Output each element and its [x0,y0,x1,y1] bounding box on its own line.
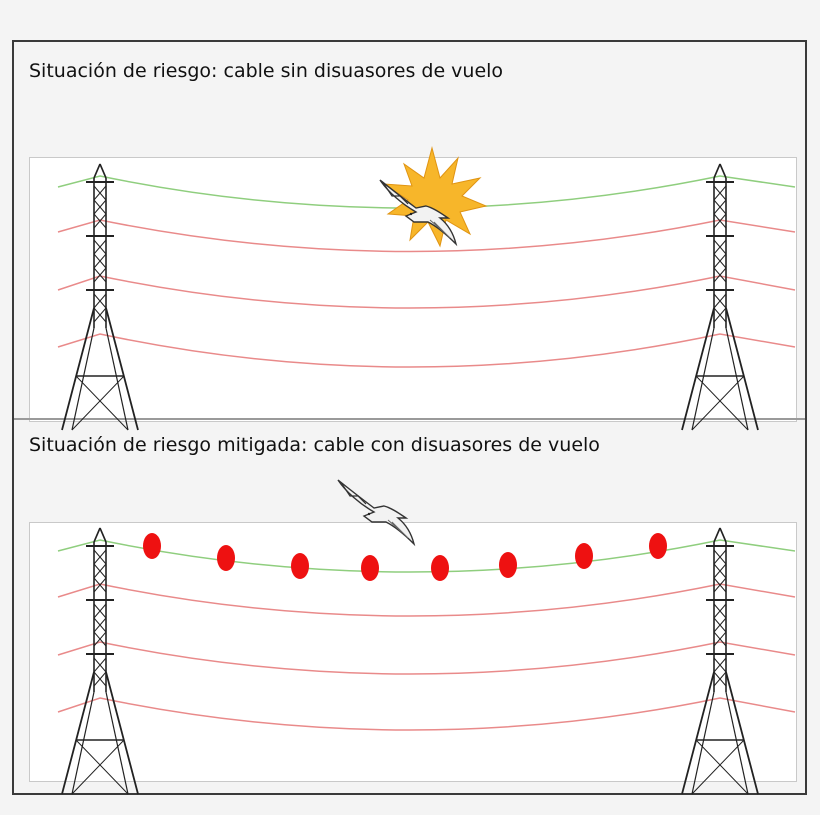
conductor-wire-top-2 [57,275,796,309]
bottom-wires [57,539,796,731]
conductor-wire-bottom-1 [57,583,796,617]
conductor-wire-top-1 [57,219,796,253]
flight-diverters [143,533,667,581]
panel-title-mitigated: Situación de riesgo mitigada: cable con … [29,434,600,456]
tower-bottom-right [681,527,759,795]
flight-diverter-marker [361,555,379,581]
panel-title-risk: Situación de riesgo: cable sin disuasore… [29,60,504,82]
collision-burst-icon [382,146,488,248]
bird-flying-icon [337,479,415,545]
tower-bottom-left [61,527,139,795]
flight-diverter-marker [217,545,235,571]
conductor-wire-bottom-3 [57,697,796,731]
flight-diverter-marker [649,533,667,559]
conductor-wire-top-3 [57,333,796,368]
flight-diverter-marker [431,555,449,581]
flight-diverter-marker [291,553,309,579]
flight-diverter-marker [143,533,161,559]
ground-wire-bottom [57,539,796,573]
flight-diverter-marker [499,552,517,578]
top-wires [57,175,796,368]
conductor-wire-bottom-2 [57,641,796,675]
flight-diverter-marker [575,543,593,569]
panel-divider [14,418,805,420]
tower-top-right [681,163,759,431]
tower-top-left [61,163,139,431]
